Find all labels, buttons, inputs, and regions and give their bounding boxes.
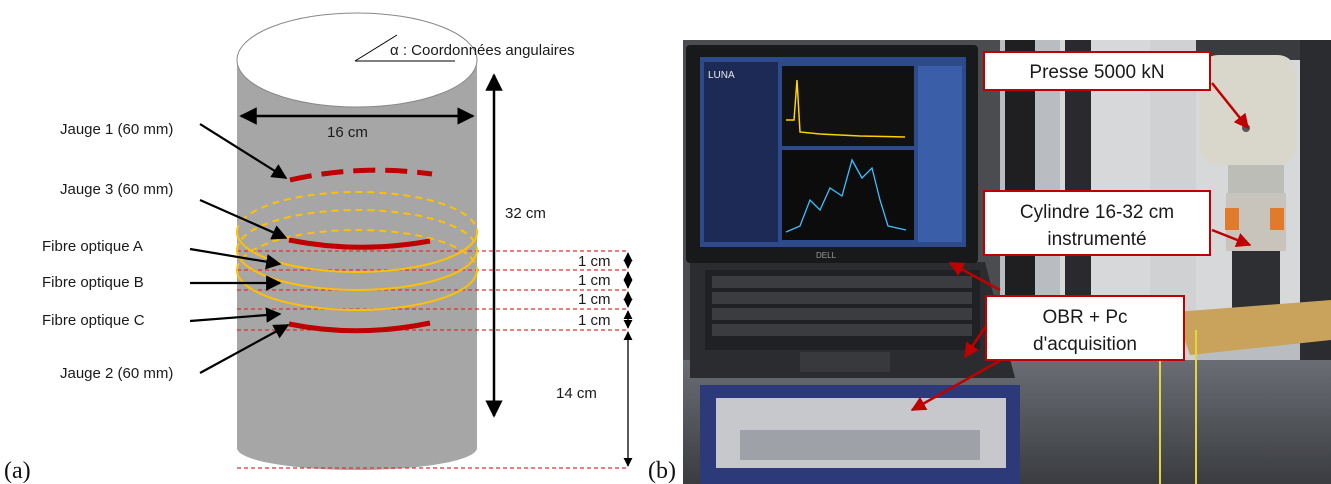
gauge-3	[288, 237, 431, 250]
laptop-brand: DELL	[816, 251, 837, 260]
callout-press: Presse 5000 kN	[1029, 62, 1164, 83]
fiber-c-front	[236, 269, 478, 311]
callout-obr-line1: OBR + Pc	[1043, 307, 1128, 328]
gauge-1-label: Jauge 1 (60 mm)	[60, 121, 173, 138]
gauge-3-label: Jauge 3 (60 mm)	[60, 181, 173, 198]
panel-a: α : Coordonnées angulaires 16 cm 32 cm	[4, 12, 633, 484]
callout-box-cylinder	[983, 190, 1211, 256]
angle-ray-line	[354, 34, 398, 62]
fiber-a-back	[236, 191, 478, 233]
panel-a-label: (a)	[4, 458, 31, 484]
fiber-c-back	[236, 229, 478, 271]
callout-cylinder-line2: instrumenté	[1047, 229, 1146, 250]
spacing-label-3: 1 cm	[578, 291, 611, 308]
height-label: 32 cm	[505, 205, 546, 222]
fiber-a-front	[236, 231, 478, 273]
diameter-label: 16 cm	[327, 124, 368, 141]
fiber-b-front	[236, 249, 478, 291]
spacing-label-1: 1 cm	[578, 253, 611, 270]
lab-photo: LUNA DELL	[683, 40, 1331, 484]
gauge-1	[289, 167, 433, 183]
fiber-b-back	[236, 209, 478, 251]
gauge-2	[288, 320, 431, 334]
callout-obr-line2: d'acquisition	[1033, 334, 1137, 355]
spacing-label-2: 1 cm	[578, 272, 611, 289]
panel-b: LUNA DELL Presse 5000 kN Cylindre 16-32 …	[648, 40, 1331, 484]
fibers	[236, 191, 478, 311]
gauge-2-label: Jauge 2 (60 mm)	[60, 365, 173, 382]
screen-logo: LUNA	[708, 70, 735, 81]
cylinder-body	[237, 60, 477, 470]
fiber-a-label: Fibre optique A	[42, 238, 143, 255]
bottom-distance-label: 14 cm	[556, 385, 597, 402]
callout-cylinder-line1: Cylindre 16-32 cm	[1020, 202, 1174, 223]
panel-b-label: (b)	[648, 458, 676, 484]
fiber-b-label: Fibre optique B	[42, 274, 144, 291]
guide-lines	[237, 250, 628, 469]
callout-box-press	[983, 51, 1211, 91]
fiber-c-label: Fibre optique C	[42, 312, 145, 329]
angle-label: α : Coordonnées angulaires	[390, 42, 575, 59]
spacing-label-4: 1 cm	[578, 312, 611, 329]
callout-box-obr	[985, 295, 1185, 361]
leader-arrows	[189, 123, 290, 374]
